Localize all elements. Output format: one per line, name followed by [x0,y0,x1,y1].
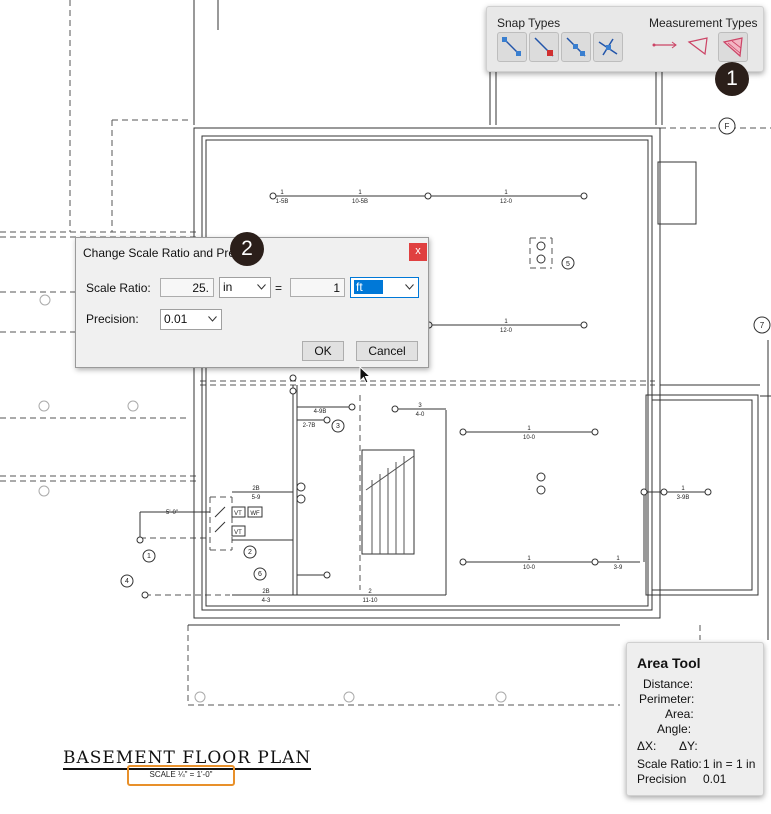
svg-text:10-0: 10-0 [523,565,536,571]
area-tool-panel: Area Tool Distance: Perimeter: Area: Ang… [626,642,764,796]
svg-text:2: 2 [248,549,252,556]
svg-text:3: 3 [336,423,340,430]
svg-text:F: F [725,122,730,131]
svg-text:5: 5 [566,261,570,268]
scale-value-input[interactable]: 25. [160,278,214,297]
svg-text:WF: WF [250,511,260,517]
svg-text:1-5B: 1-5B [276,199,289,205]
angle-label: Angle: [657,722,692,736]
snap-intersection-button[interactable] [593,32,623,62]
svg-text:3-9: 3-9 [614,565,623,571]
perimeter-measure-icon [687,37,708,56]
svg-text:1: 1 [358,190,362,196]
svg-text:1: 1 [527,556,531,562]
scale-unit-value: in [223,280,233,294]
step-badge-2: 2 [230,232,264,266]
svg-text:1: 1 [280,190,284,196]
distance-measure-button[interactable] [651,32,679,60]
precision-label: Precision [637,772,687,786]
snap-endpoint-icon [502,37,521,56]
scale-ratio-value: 1 in = 1 in [703,757,756,771]
chevron-down-icon [257,284,266,290]
chevron-down-icon [208,316,217,322]
delta-x-label: ΔX: [637,739,657,753]
precision-label: Precision: [86,312,139,326]
svg-text:12-0: 12-0 [500,199,513,205]
svg-text:1: 1 [504,190,508,196]
svg-text:4-9B: 4-9B [314,409,327,415]
svg-text:1: 1 [504,319,508,325]
precision-value: 0.01 [164,312,188,326]
area-measure-button[interactable] [718,32,748,62]
area-label: Area: [665,707,694,721]
close-button[interactable]: x [409,243,427,261]
svg-text:2-7B: 2-7B [303,423,316,429]
measurement-types-title: Measurement Types [649,16,758,30]
area-measure-icon [722,37,743,58]
svg-text:10-5B: 10-5B [352,199,368,205]
svg-text:2B: 2B [252,486,259,492]
svg-text:5'-0": 5'-0" [166,510,178,516]
dialog-title: Change Scale Ratio and Pre [83,246,236,260]
svg-text:VT: VT [234,511,242,517]
snap-midpoint-button[interactable] [529,32,559,62]
snap-measurement-panel: Snap Types Measurement Types [486,6,764,72]
svg-text:4: 4 [125,578,129,585]
distance-measure-icon [652,41,677,49]
svg-text:2: 2 [368,589,372,595]
scale-ratio-label: Scale Ratio: [637,757,702,771]
equals-sign: = [275,281,283,295]
delta-y-label: ΔY: [679,739,698,753]
change-scale-dialog: Change Scale Ratio and Pre x Scale Ratio… [75,237,429,368]
snap-midpoint-icon [534,37,554,57]
mouse-cursor-icon [359,366,372,384]
target-unit-value: ft [354,280,383,294]
svg-text:12-0: 12-0 [500,328,513,334]
snap-center-icon [566,37,586,57]
svg-text:7: 7 [760,321,765,330]
scale-text: SCALE ¼" = 1'-0" [149,770,213,779]
snap-center-button[interactable] [561,32,591,62]
svg-text:1: 1 [527,426,531,432]
target-value-input[interactable]: 1 [290,278,345,297]
svg-text:1: 1 [147,553,151,560]
svg-text:5-9: 5-9 [252,495,261,501]
svg-text:VT: VT [234,530,242,536]
distance-label: Distance: [643,677,694,691]
svg-text:6: 6 [258,571,262,578]
close-icon: x [415,245,421,257]
svg-text:3-9B: 3-9B [677,495,690,501]
perimeter-measure-button[interactable] [685,32,713,60]
svg-text:4-3: 4-3 [262,598,271,604]
cancel-button[interactable]: Cancel [356,341,418,361]
precision-value: 0.01 [703,772,727,786]
svg-text:3: 3 [418,403,422,409]
svg-text:2B: 2B [262,589,269,595]
snap-types-title: Snap Types [497,16,561,30]
plan-title: BASEMENT FLOOR PLAN [63,748,312,770]
svg-text:4-0: 4-0 [416,412,425,418]
svg-text:10-0: 10-0 [523,435,536,441]
target-unit-select[interactable]: ft [350,277,419,298]
snap-endpoint-button[interactable] [497,32,527,62]
step-badge-1: 1 [715,62,749,96]
svg-text:11-10: 11-10 [363,598,379,604]
area-tool-title: Area Tool [637,655,701,671]
scale-annotation: SCALE ¼" = 1'-0" [127,765,235,786]
chevron-down-icon [405,284,414,290]
perimeter-label: Perimeter: [639,692,695,706]
precision-select[interactable]: 0.01 [160,309,222,330]
scale-ratio-label: Scale Ratio: [86,281,151,295]
scale-unit-select[interactable]: in [219,277,271,298]
snap-intersection-icon [598,38,618,56]
ok-button[interactable]: OK [302,341,344,361]
svg-text:1: 1 [616,556,620,562]
svg-text:1: 1 [681,486,685,492]
